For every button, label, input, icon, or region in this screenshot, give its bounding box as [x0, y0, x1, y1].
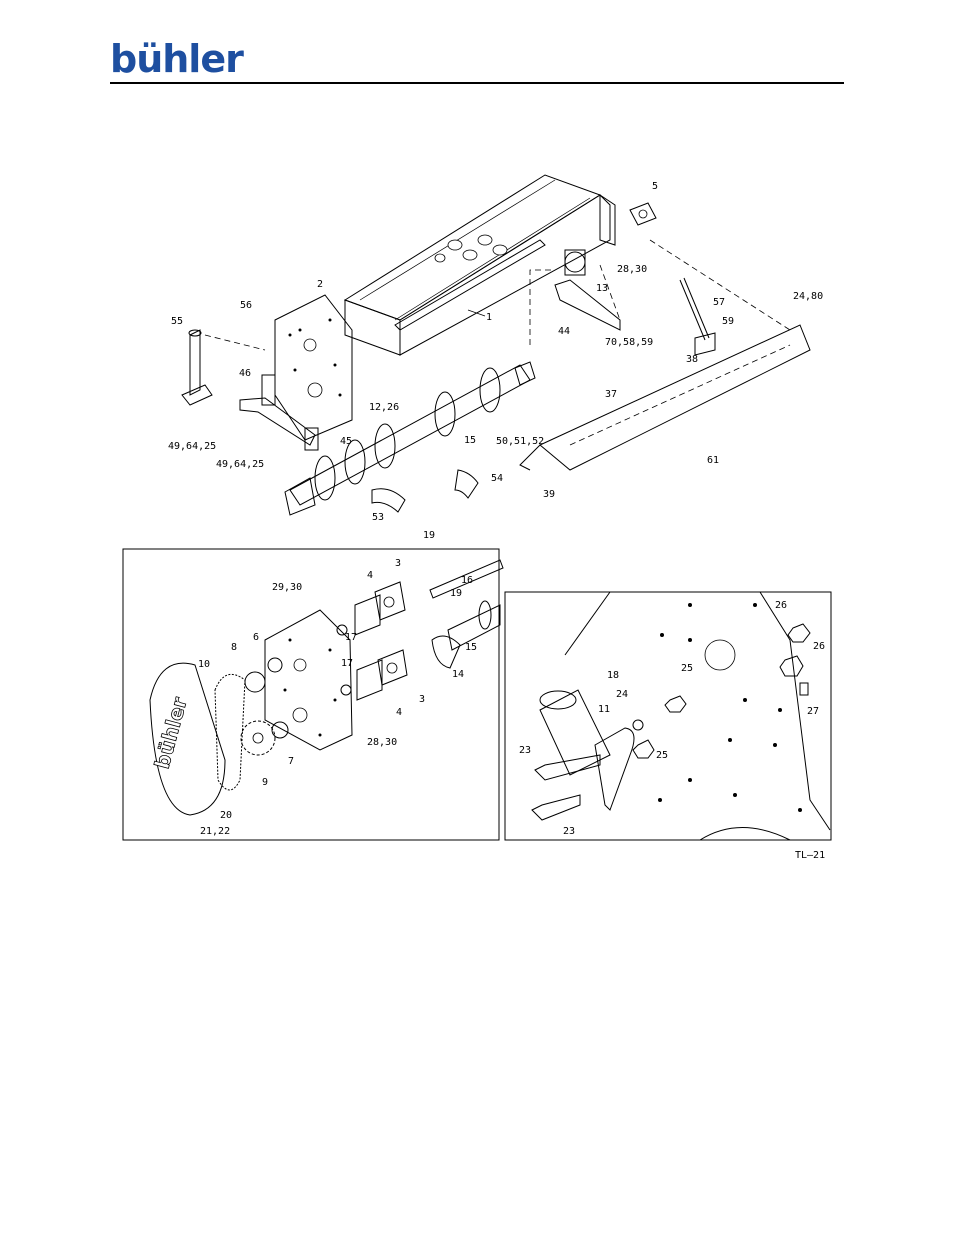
drive-plate [264, 609, 353, 751]
svg-text:9: 9 [262, 777, 268, 788]
bearing-5 [629, 202, 657, 226]
shaft-16-15 [429, 559, 504, 669]
stand-55 [181, 329, 213, 406]
shield-37 [519, 324, 811, 471]
svg-text:15: 15 [464, 435, 476, 446]
svg-text:21,22: 21,22 [200, 826, 230, 837]
sprockets [240, 657, 289, 756]
svg-text:18: 18 [607, 670, 619, 681]
figure-reference: TL–21 [795, 850, 825, 861]
svg-text:44: 44 [558, 326, 570, 337]
chain-10 [214, 673, 246, 791]
chain-cover-20: bühler [149, 662, 226, 816]
svg-text:49,64,25: 49,64,25 [216, 459, 264, 470]
svg-text:19: 19 [450, 588, 462, 599]
svg-text:2: 2 [317, 279, 323, 290]
svg-text:45: 45 [340, 436, 352, 447]
top-callouts: 1 2 5 12,26 13 15 24,80 28,30 37 38 39 4… [168, 181, 823, 523]
svg-text:61: 61 [707, 455, 719, 466]
svg-text:bühler: bühler [150, 694, 192, 771]
side-plate-2 [274, 294, 353, 441]
right-inset-callouts: 11 18 23 23 24 25 25 26 26 27 [519, 600, 825, 837]
leader-dashes [204, 239, 791, 351]
svg-text:53: 53 [372, 512, 384, 523]
svg-text:16: 16 [461, 575, 473, 586]
nuts [632, 623, 811, 759]
svg-text:50,51,52: 50,51,52 [496, 436, 544, 447]
svg-text:49,64,25: 49,64,25 [168, 441, 216, 452]
svg-text:25: 25 [681, 663, 693, 674]
svg-text:25: 25 [656, 750, 668, 761]
svg-text:24,80: 24,80 [793, 291, 823, 302]
svg-text:5: 5 [652, 181, 658, 192]
svg-text:55: 55 [171, 316, 183, 327]
svg-text:20: 20 [220, 810, 232, 821]
left-inset-callouts: 3 3 4 4 6 7 8 9 10 14 15 16 17 17 19 19 … [198, 530, 477, 837]
svg-text:38: 38 [686, 354, 698, 365]
bracket-44 [554, 249, 621, 331]
svg-text:12,26: 12,26 [369, 402, 399, 413]
svg-text:6: 6 [253, 632, 259, 643]
svg-text:10: 10 [198, 659, 210, 670]
svg-text:14: 14 [452, 669, 464, 680]
rotor-shaft [284, 361, 536, 516]
svg-text:56: 56 [240, 300, 252, 311]
left-inset-frame [122, 548, 500, 841]
svg-text:26: 26 [775, 600, 787, 611]
latch-11 [594, 727, 635, 811]
svg-text:15: 15 [465, 642, 477, 653]
svg-text:17: 17 [341, 658, 353, 669]
svg-text:13: 13 [596, 283, 608, 294]
sleeve-18 [539, 689, 611, 776]
svg-text:37: 37 [605, 389, 617, 400]
svg-text:1: 1 [486, 312, 492, 323]
svg-text:27: 27 [807, 706, 819, 717]
big-plate [564, 591, 831, 841]
svg-text:4: 4 [396, 707, 402, 718]
svg-text:23: 23 [519, 745, 531, 756]
svg-text:26: 26 [813, 641, 825, 652]
svg-text:54: 54 [491, 473, 503, 484]
bolts-23 [531, 754, 601, 821]
svg-text:29,30: 29,30 [272, 582, 302, 593]
svg-text:23: 23 [563, 826, 575, 837]
svg-text:3: 3 [419, 694, 425, 705]
svg-text:7: 7 [288, 756, 294, 767]
svg-text:19: 19 [423, 530, 435, 541]
buhler-logo: bühler [110, 37, 244, 81]
svg-text:3: 3 [395, 558, 401, 569]
svg-text:59: 59 [722, 316, 734, 327]
bearings-3-4 [336, 581, 408, 701]
svg-text:57: 57 [713, 297, 725, 308]
arm-46-45 [239, 374, 319, 451]
header-rule [110, 82, 844, 84]
svg-text:70,58,59: 70,58,59 [605, 337, 653, 348]
skid-53-54 [371, 469, 479, 513]
main-frame [343, 174, 616, 356]
svg-text:11: 11 [598, 704, 610, 715]
support-57 [679, 277, 716, 356]
svg-text:4: 4 [367, 570, 373, 581]
svg-text:28,30: 28,30 [617, 264, 647, 275]
svg-text:46: 46 [239, 368, 251, 379]
svg-text:39: 39 [543, 489, 555, 500]
svg-text:17: 17 [345, 632, 357, 643]
svg-text:24: 24 [616, 689, 628, 700]
svg-text:28,30: 28,30 [367, 737, 397, 748]
svg-text:8: 8 [231, 642, 237, 653]
right-inset-frame [504, 591, 832, 841]
